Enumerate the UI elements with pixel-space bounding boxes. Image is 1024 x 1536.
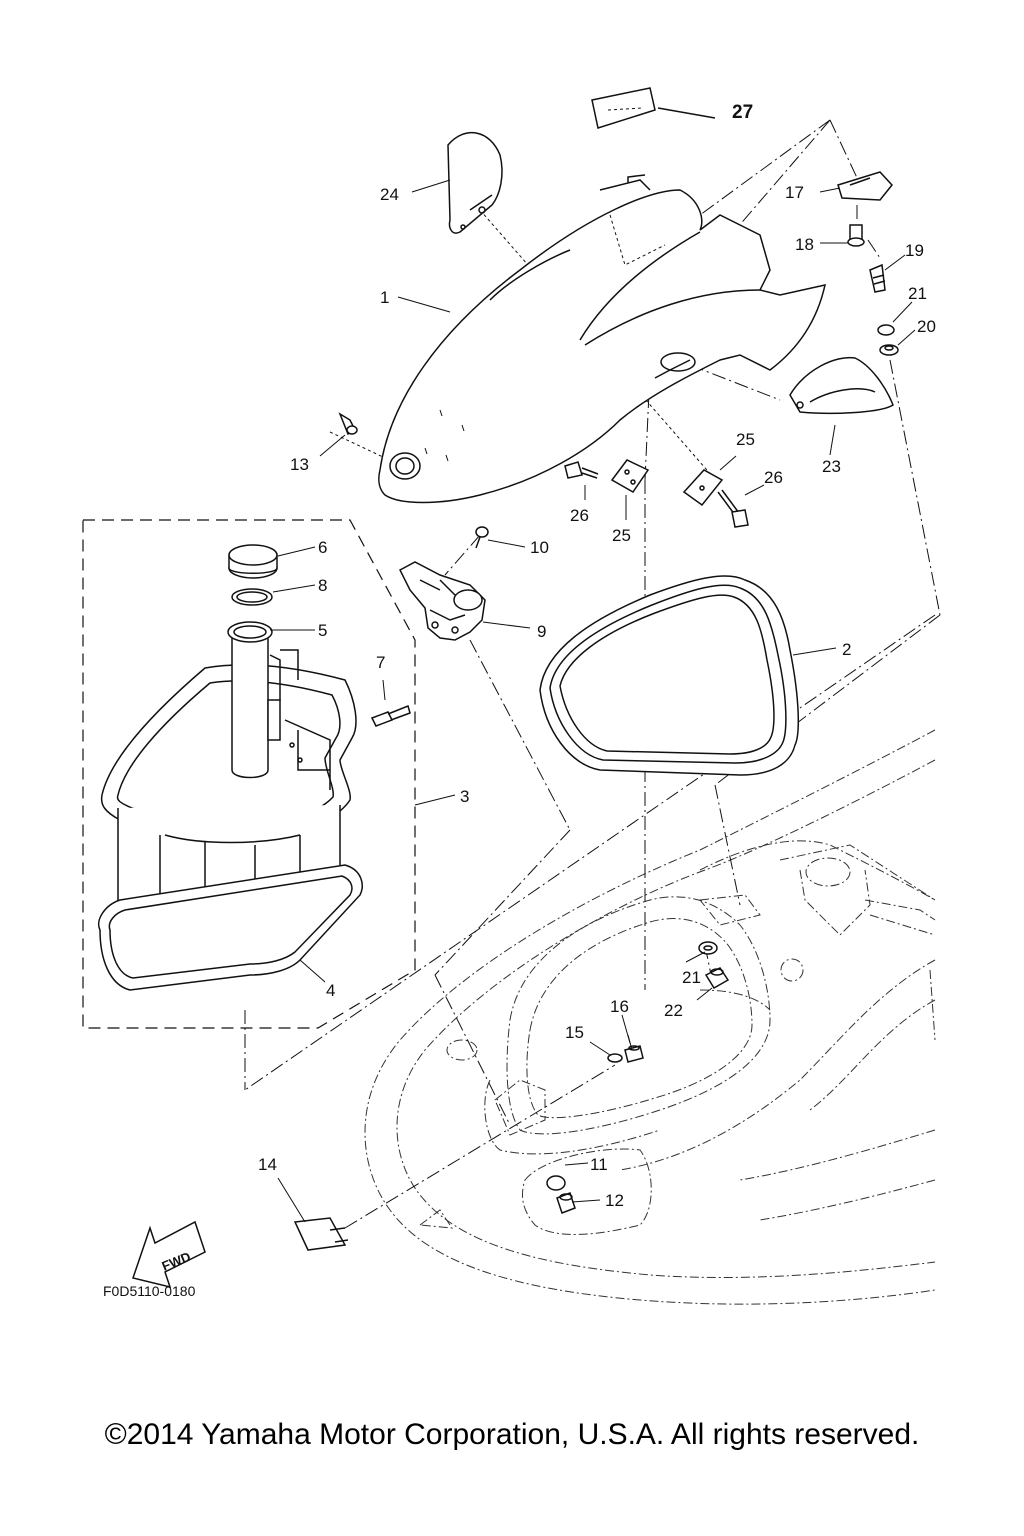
nut-part-12	[556, 1192, 576, 1214]
callout-20: 20	[917, 317, 936, 336]
washer-part-11	[546, 1175, 566, 1191]
callout-24: 24	[380, 185, 399, 204]
callout-12: 12	[605, 1191, 624, 1210]
cushion-part-23	[789, 356, 894, 415]
callout-leaders	[270, 107, 916, 1223]
bolt-part-10	[475, 526, 489, 549]
callout-15: 15	[565, 1023, 584, 1042]
callout-25-left: 25	[612, 526, 631, 545]
cap-part-6	[228, 544, 278, 579]
callout-7: 7	[376, 653, 385, 672]
rivet-part-7	[370, 704, 411, 727]
callout-27: 27	[732, 102, 753, 123]
latch-hardware	[837, 171, 899, 356]
washer-part-21-bottom	[698, 941, 718, 955]
bracket-part-25-left	[610, 459, 650, 493]
callout-8: 8	[318, 576, 327, 595]
callout-2: 2	[842, 640, 851, 659]
washer-part-15	[607, 1053, 623, 1063]
callout-26-left: 26	[570, 506, 589, 525]
seat-cover-part-1	[378, 174, 826, 504]
hull-outline	[364, 729, 936, 1305]
figure-code: F0D5110-0180	[103, 1283, 196, 1299]
callout-6: 6	[318, 538, 327, 557]
gasket-part-2	[539, 575, 800, 776]
storage-box-enclosure-part-3	[82, 519, 416, 1029]
callout-3: 3	[460, 787, 469, 806]
callout-23: 23	[822, 457, 841, 476]
callout-22: 22	[664, 1001, 683, 1020]
nut-part-16	[624, 1045, 644, 1063]
o-ring-part-8	[231, 588, 273, 606]
callout-labels: 27 24 17 18 19 1 21 20 25 13 23 26 26 25…	[258, 102, 936, 1210]
callout-4: 4	[326, 981, 335, 1000]
callout-14: 14	[258, 1155, 277, 1174]
hinge-part-9	[399, 561, 486, 641]
pin-part-13	[338, 412, 358, 436]
bolt-part-26-left	[564, 461, 599, 479]
callout-11: 11	[590, 1155, 608, 1174]
callout-16: 16	[610, 997, 629, 1016]
callout-26-right: 26	[764, 468, 783, 487]
callout-21-top: 21	[908, 284, 927, 303]
cushion-part-24	[447, 131, 503, 234]
callout-13: 13	[290, 455, 309, 474]
bolt-part-26-right	[717, 489, 749, 528]
callout-18: 18	[795, 235, 814, 254]
pad-part-14	[293, 1217, 349, 1251]
callout-5: 5	[318, 621, 327, 640]
callout-25-right: 25	[736, 430, 755, 449]
callout-10: 10	[530, 538, 549, 557]
fwd-arrow-icon: FWD	[132, 1220, 206, 1289]
copyright-notice: ©2014 Yamaha Motor Corporation, U.S.A. A…	[104, 1418, 920, 1451]
callout-1: 1	[380, 288, 389, 307]
callout-17: 17	[785, 183, 804, 202]
callout-19: 19	[905, 241, 924, 260]
bracket-part-25-right	[682, 469, 724, 507]
callout-21-bottom: 21	[682, 968, 701, 987]
decal-part-27	[591, 87, 656, 129]
base-gasket-part-4	[98, 864, 363, 991]
callout-9: 9	[537, 622, 546, 641]
nut-part-22	[704, 967, 730, 990]
